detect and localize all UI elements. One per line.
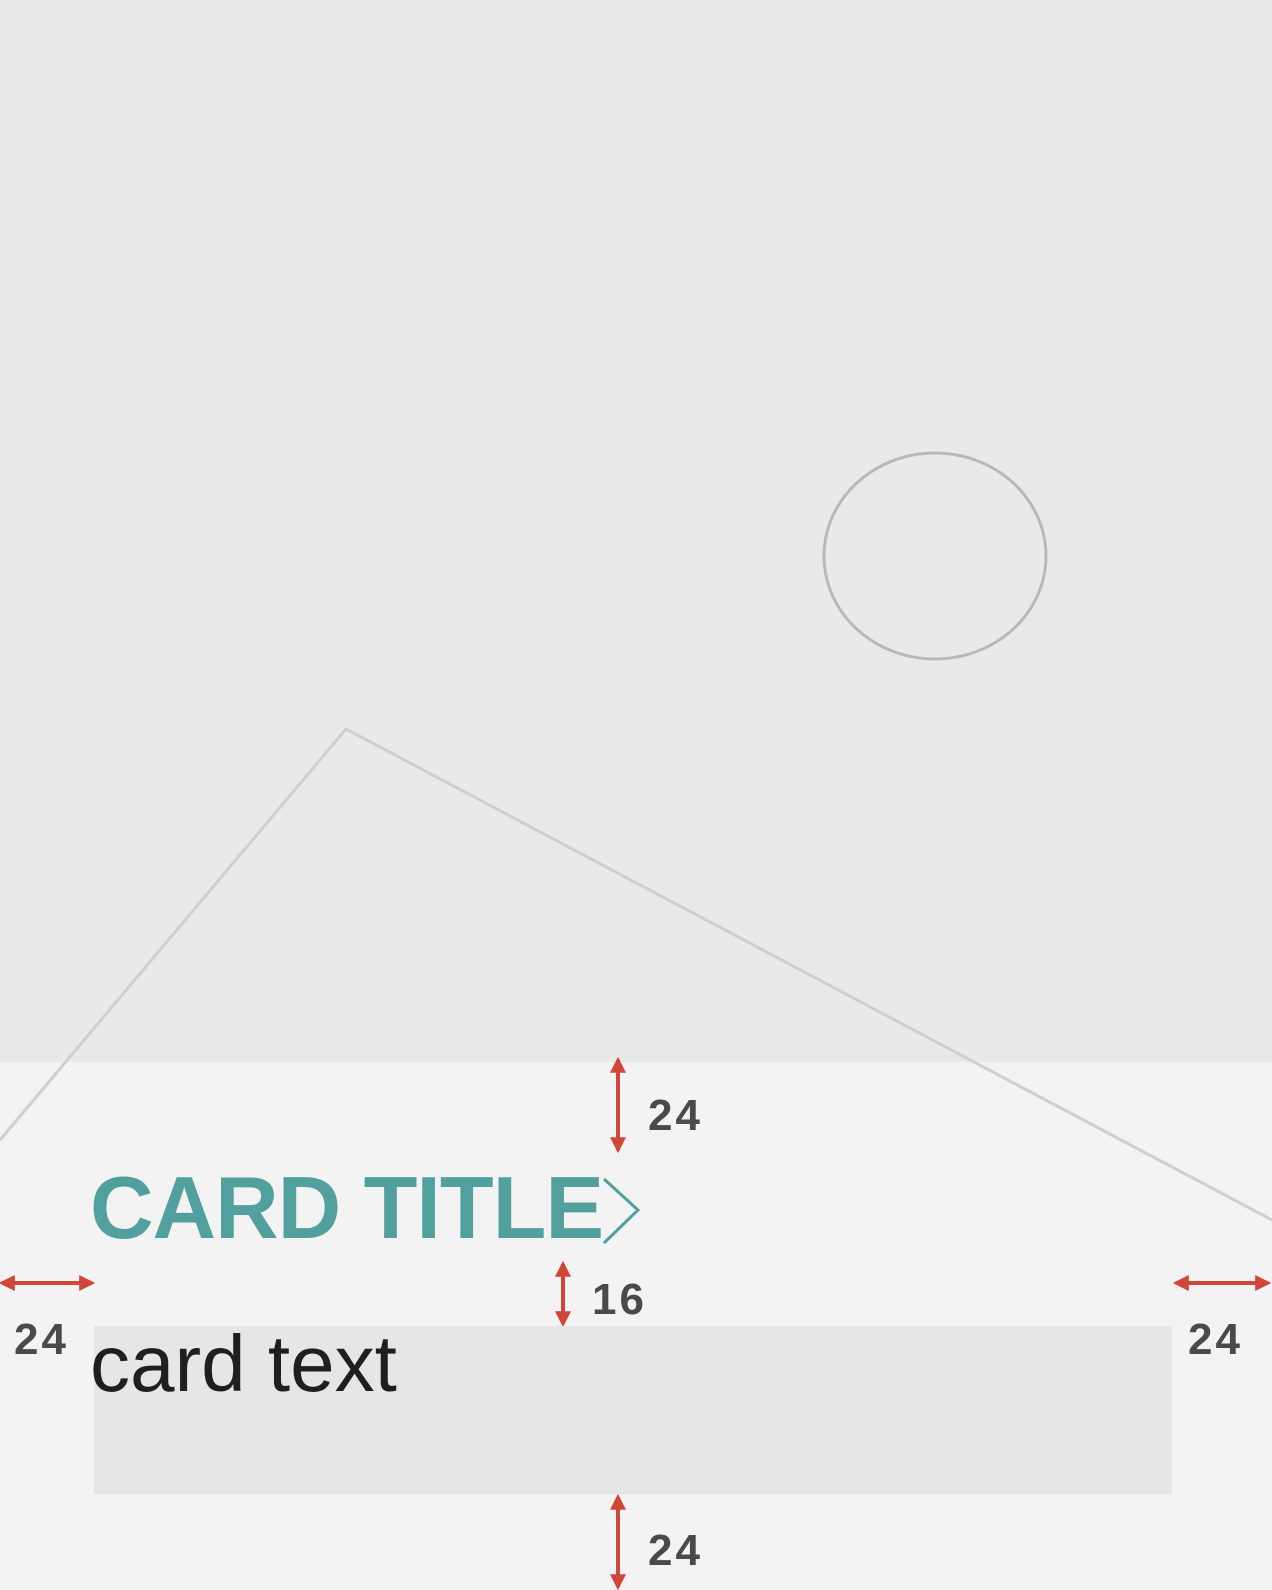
card-text: card text (90, 1319, 397, 1408)
top-padding-label: 24 (648, 1091, 703, 1140)
image-placeholder-icon (0, 451, 1272, 1222)
card-title: CARD TITLE (90, 1158, 604, 1257)
title-text-gap-label: 16 (592, 1275, 647, 1324)
card-text-block (94, 1326, 1172, 1494)
right-padding-label: 24 (1188, 1315, 1243, 1364)
left-padding-label: 24 (14, 1315, 69, 1364)
title-chevron-icon (602, 1177, 641, 1245)
bottom-padding-label: 24 (648, 1526, 703, 1575)
card-image-area (0, 0, 1272, 1062)
